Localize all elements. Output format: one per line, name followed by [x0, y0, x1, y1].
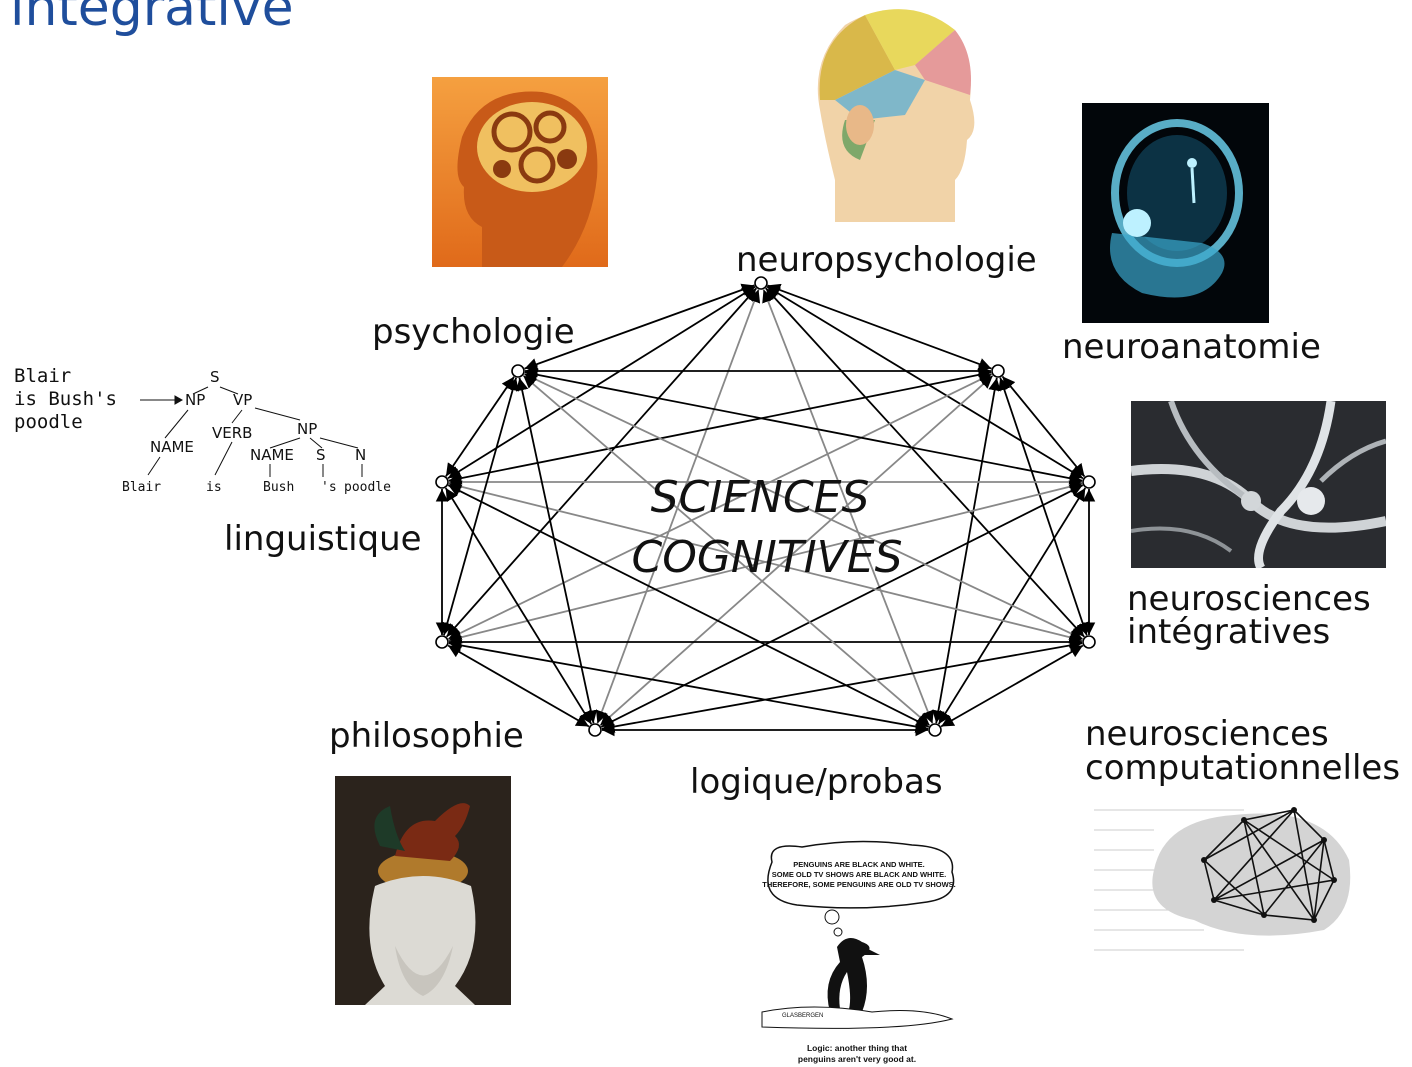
cartoon-bubble-line: SOME OLD TV SHOWS ARE BLACK AND WHITE. — [772, 870, 946, 879]
network-node — [435, 475, 449, 489]
gears-head-icon — [432, 77, 608, 267]
tree-node: S — [210, 368, 220, 386]
tree-node: NAME — [250, 446, 294, 464]
network-edge — [444, 487, 593, 725]
slide-title: intégrative — [10, 0, 294, 38]
sentence-word: is Bush's — [14, 388, 117, 410]
network-edge — [441, 377, 519, 636]
label-neuropsychologie: neuropsychologie — [736, 240, 1037, 280]
network-edge — [932, 377, 1001, 724]
network-node — [1082, 635, 1096, 649]
network-node — [928, 723, 942, 737]
tree-node: VERB — [212, 424, 252, 442]
network-node — [588, 723, 602, 737]
tree-node: S — [316, 446, 326, 464]
neurons-micrograph-icon — [1131, 401, 1386, 568]
tree-leaf: poodle — [344, 480, 391, 495]
label-neuro-computationnelles-1: neurosciences — [1085, 714, 1329, 754]
network-edge — [524, 283, 755, 371]
penguin-cartoon: PENGUINS ARE BLACK AND WHITE. SOME OLD T… — [752, 837, 962, 1067]
center-title-line1: SCIENCES — [651, 472, 870, 523]
cartoon-signature: GLASBERGEN — [782, 1013, 823, 1019]
network-node — [1082, 475, 1096, 489]
cartoon-bubble-line: THEREFORE, SOME PENGUINS ARE OLD TV SHOW… — [762, 880, 956, 889]
label-neuro-integratives-2: intégratives — [1127, 612, 1330, 652]
network-node — [991, 364, 1005, 378]
node-layer — [435, 276, 1096, 737]
label-neuro-computationnelles-2: computationnelles — [1085, 748, 1400, 788]
network-edge — [1001, 375, 1086, 478]
network-node — [511, 364, 525, 378]
network-edge — [515, 377, 598, 724]
label-logique-probas: logique/probas — [690, 762, 943, 802]
network-edge — [601, 639, 1083, 733]
tree-node: NP — [297, 420, 317, 438]
sentence-word: Blair — [14, 365, 71, 387]
label-neuro-integratives-1: neurosciences — [1127, 579, 1371, 619]
tree-leaf: 's — [321, 480, 337, 495]
label-neuroanatomie: neuroanatomie — [1062, 327, 1321, 367]
tree-node: VP — [233, 391, 252, 409]
tree-leaf: is — [206, 480, 222, 495]
cartoon-bubble-line: PENGUINS ARE BLACK AND WHITE. — [793, 860, 925, 869]
xray-skull-icon — [1082, 103, 1269, 323]
center-title-line2: COGNITIVES — [631, 532, 902, 583]
label-philosophie: philosophie — [329, 716, 524, 756]
tree-node: NP — [185, 391, 205, 409]
tree-leaf: Blair — [122, 480, 161, 495]
edge-layer — [435, 283, 1096, 737]
sentence-word: poodle — [14, 411, 83, 433]
tree-node: N — [355, 446, 366, 464]
label-linguistique: linguistique — [224, 519, 422, 559]
network-edge — [445, 376, 515, 477]
network-node — [754, 276, 768, 290]
network-node — [435, 635, 449, 649]
cartoon-caption-line: penguins aren't very good at. — [798, 1054, 916, 1064]
phrenology-head-icon — [805, 0, 982, 222]
parse-tree-figure: Blair is Bush's poodle S NP VP NAME VERB… — [10, 360, 410, 500]
label-psychologie: psychologie — [372, 312, 575, 352]
philosopher-bust-icon — [335, 776, 511, 1005]
cartoon-caption-line: Logic: another thing that — [807, 1043, 907, 1053]
brain-network-icon — [1094, 800, 1356, 958]
tree-leaf: Bush — [263, 480, 294, 495]
tree-node: NAME — [150, 438, 194, 456]
network-edge — [765, 287, 1085, 638]
